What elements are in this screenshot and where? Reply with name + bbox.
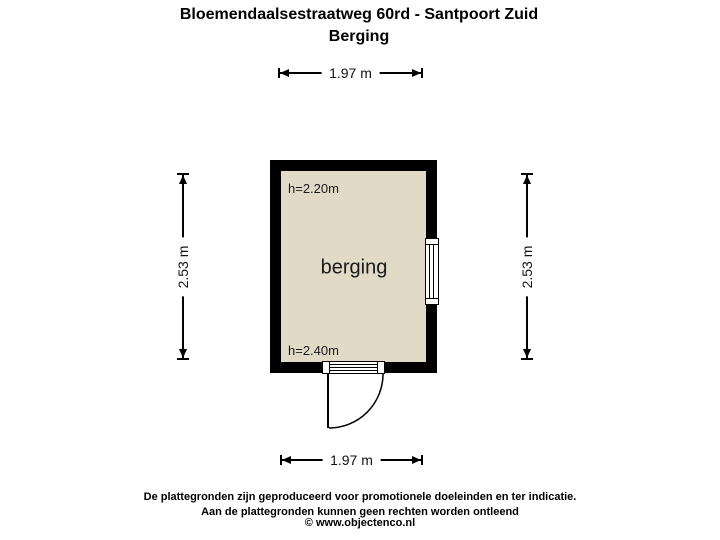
dimension-end-bar xyxy=(278,68,280,78)
ceiling-height-top-label: h=2.20m xyxy=(288,181,339,196)
dimension-end-bar xyxy=(421,455,423,465)
page-subtitle: Berging xyxy=(328,28,390,45)
dimension-end-bar xyxy=(421,68,423,78)
dimension-end-bar xyxy=(177,173,189,175)
arrowhead-up-icon xyxy=(523,175,531,184)
page-title: Bloemendaalsestraatweg 60rd - Santpoort … xyxy=(179,6,539,23)
door-threshold-symbol xyxy=(322,361,385,374)
footer-copyright: © www.objectenco.nl xyxy=(304,517,416,529)
room-floor xyxy=(281,171,426,362)
arrowhead-down-icon xyxy=(179,349,187,358)
threshold-line xyxy=(330,370,377,371)
arrowhead-up-icon xyxy=(179,175,187,184)
dimension-top-label: 1.97 m xyxy=(321,63,380,83)
window-symbol xyxy=(425,238,439,305)
window-frame-cap xyxy=(426,244,438,245)
dimension-right-label: 2.53 m xyxy=(517,237,537,296)
dimension-left: 2.53 m xyxy=(173,173,193,360)
threshold-frame-cap xyxy=(377,362,378,373)
dimension-top: 1.97 m xyxy=(278,63,423,83)
ceiling-height-bottom-label: h=2.40m xyxy=(288,343,339,358)
threshold-frame-cap xyxy=(329,362,330,373)
dimension-end-bar xyxy=(521,173,533,175)
dimension-right: 2.53 m xyxy=(517,173,537,360)
room-name-label: berging xyxy=(320,256,388,279)
threshold-line xyxy=(330,367,377,368)
arrowhead-left-icon xyxy=(282,456,291,464)
dimension-end-bar xyxy=(177,358,189,360)
dimension-end-bar xyxy=(280,455,282,465)
arrowhead-left-icon xyxy=(280,69,289,77)
dimension-bottom: 1.97 m xyxy=(280,450,423,470)
door-leaf xyxy=(327,373,329,428)
footer-disclaimer-line2: Aan de plattegronden kunnen geen rechten… xyxy=(201,506,519,518)
footer-disclaimer-line1: De plattegronden zijn geproduceerd voor … xyxy=(143,491,577,503)
window-frame-cap xyxy=(426,298,438,299)
arrowhead-down-icon xyxy=(523,349,531,358)
dimension-bottom-label: 1.97 m xyxy=(322,450,381,470)
window-pane-line xyxy=(429,245,430,298)
arrowhead-right-icon xyxy=(412,456,421,464)
threshold-line xyxy=(330,364,377,365)
dimension-end-bar xyxy=(521,358,533,360)
arrowhead-right-icon xyxy=(412,69,421,77)
dimension-left-label: 2.53 m xyxy=(173,237,193,296)
window-pane-line xyxy=(433,245,434,298)
